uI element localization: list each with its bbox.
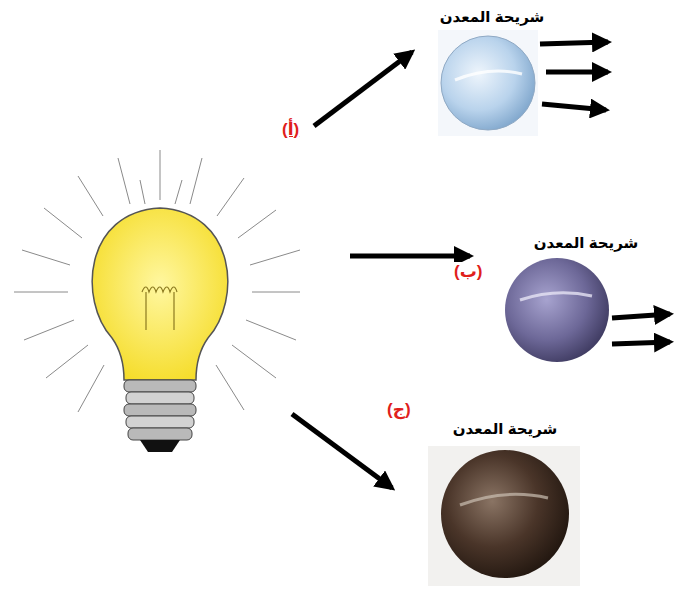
metal-plate xyxy=(441,36,535,130)
plate-shine xyxy=(455,71,522,80)
callout-letter: (أ) xyxy=(280,120,301,140)
plate-title: شريحة المعدن xyxy=(440,420,570,438)
light-bulb xyxy=(92,208,228,452)
electron-arrow xyxy=(540,42,670,344)
light-arrow xyxy=(292,52,470,488)
callout-letter: (ج) xyxy=(385,400,413,420)
plate-shine xyxy=(520,293,592,300)
metal-plate xyxy=(505,258,609,362)
plate-photo-ground xyxy=(428,446,580,586)
metal-plate-node: شريحة المعدن xyxy=(511,234,661,252)
metal-plate-node: شريحة المعدن xyxy=(436,8,549,26)
plate-shine xyxy=(460,494,548,505)
metal-plate xyxy=(441,450,569,578)
plate-photo-ground xyxy=(438,30,538,136)
light-rays xyxy=(14,150,300,412)
callout-letter: (ب) xyxy=(452,262,484,282)
plate-title: شريحة المعدن xyxy=(436,8,549,26)
metal-plate-node: شريحة المعدن xyxy=(440,420,570,438)
plate-title: شريحة المعدن xyxy=(511,234,661,252)
